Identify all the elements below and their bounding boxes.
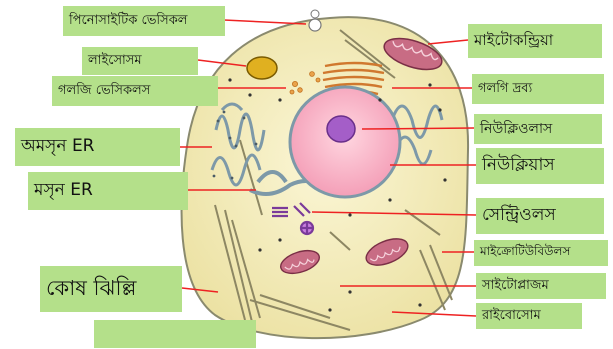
- label-smooth-er: মসৃন ER: [28, 172, 188, 210]
- pinocytic-vesicle-shape: [309, 19, 321, 31]
- label-cell-membrane: কোষ ঝিল্লি: [40, 266, 182, 312]
- label-nucleus: নিউক্লিয়াস: [476, 148, 604, 184]
- label-mitochondria: মাইটোকন্ড্রিয়া: [468, 24, 602, 58]
- label-ribosome: রাইবোসোম: [476, 303, 582, 329]
- nucleolus-shape: [327, 116, 355, 142]
- label-lysosome: লাইসোসম: [82, 47, 198, 75]
- label-microtubules: মাইক্রোটিউবিউলস: [474, 240, 608, 266]
- label-golgi-vesicle: গলজি ভেসিকলস: [52, 76, 218, 106]
- label-golgi-body: গলগি দ্রব্য: [472, 74, 604, 104]
- label-nucleolus: নিউক্লিওলাস: [474, 114, 602, 144]
- label-centriole: সেন্ট্রিওলস: [476, 198, 604, 234]
- label-rough-er: অমসৃন ER: [15, 128, 180, 166]
- label-pinocytic-vesicle: পিনোসাইটিক ভেসিকল: [63, 6, 225, 36]
- label-cytoplasm: সাইটোপ্লাজম: [476, 273, 606, 299]
- lysosome-shape: [247, 57, 277, 79]
- label-bottom-blank: [94, 320, 256, 348]
